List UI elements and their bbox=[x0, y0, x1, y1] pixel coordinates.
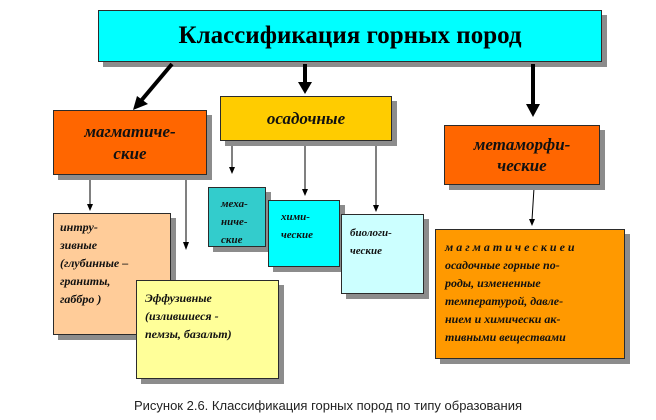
figure-caption: Рисунок 2.6. Классификация горных пород … bbox=[133, 398, 523, 413]
magmatic-label: магматиче- ские bbox=[84, 122, 176, 163]
intrusive-label: интру- зивные (глубинные – граниты, габб… bbox=[60, 220, 129, 306]
title-box: Классификация горных пород bbox=[98, 10, 602, 62]
biological-label: биологи- ческие bbox=[350, 227, 392, 257]
effusive-box: Эффузивные (излившиеся - пемзы, базальт) bbox=[136, 280, 279, 379]
arrowhead-sedimentary bbox=[298, 82, 312, 94]
mechanical-label: меха- ниче- ские bbox=[221, 198, 248, 246]
metamorphic-box: метаморфи- ческие bbox=[444, 125, 600, 185]
sedimentary-box: осадочные bbox=[220, 96, 392, 141]
arrow-to-intrusive bbox=[87, 204, 93, 211]
sedimentary-label: осадочные bbox=[266, 108, 346, 128]
metamorphic-desc-label: м а г м а т и ч е с к и е и осадочные го… bbox=[445, 240, 575, 344]
arrowhead-metamorphic bbox=[526, 104, 540, 117]
arrow-to-biological bbox=[373, 205, 379, 212]
mechanical-box: меха- ниче- ские bbox=[208, 187, 266, 247]
arrowhead-magmatic bbox=[133, 96, 148, 110]
arrow-to-effusive bbox=[183, 242, 189, 250]
arrow-to-meta-desc bbox=[529, 219, 535, 226]
diagram-title: Классификация горных пород bbox=[178, 22, 522, 49]
arrow-to-chemical bbox=[302, 189, 308, 196]
chemical-label: хими- ческие bbox=[281, 211, 313, 241]
arrow-to-magmatic bbox=[138, 62, 174, 104]
chemical-box: хими- ческие bbox=[268, 200, 340, 267]
effusive-label: Эффузивные (излившиеся - пемзы, базальт) bbox=[145, 291, 232, 341]
magmatic-box: магматиче- ские bbox=[53, 110, 207, 175]
metamorphic-label: метаморфи- ческие bbox=[473, 134, 571, 175]
arrow-to-mechanical bbox=[229, 167, 235, 174]
biological-box: биологи- ческие bbox=[341, 214, 424, 294]
metamorphic-desc-box: м а г м а т и ч е с к и е и осадочные го… bbox=[435, 229, 625, 359]
